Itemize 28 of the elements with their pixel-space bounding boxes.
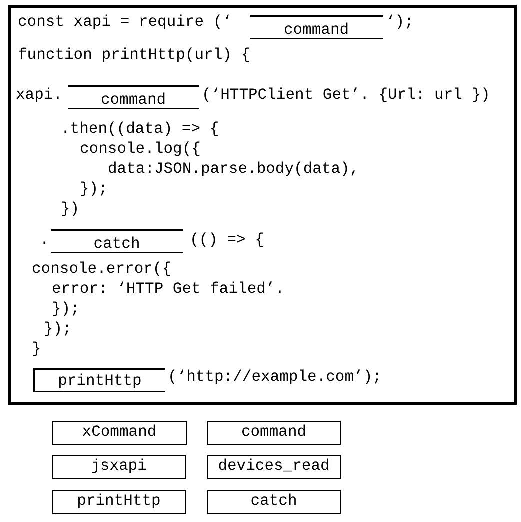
code-text: data:JSON.parse.body(data), xyxy=(108,159,360,179)
code-text: xapi. xyxy=(16,85,63,105)
answer-option: printHttp xyxy=(52,490,186,514)
answer-option: command xyxy=(207,421,341,445)
code-text: (() => { xyxy=(190,230,264,250)
code-text: }); xyxy=(52,299,80,319)
answer-option: jsxapi xyxy=(52,455,186,479)
code-text: (‘HTTPClient Get’. {Url: url }) xyxy=(202,85,490,105)
code-text: console.error({ xyxy=(32,259,172,279)
answer-option: catch xyxy=(207,490,341,514)
code-text: (‘http://example.com’); xyxy=(168,367,382,387)
code-text: const xapi = require (‘ xyxy=(18,12,232,32)
code-text: . xyxy=(40,230,50,250)
code-text: ‘); xyxy=(386,12,414,32)
answer-blank: catch xyxy=(51,229,183,253)
code-text: }); xyxy=(80,179,108,199)
code-text: }); xyxy=(44,319,72,339)
code-text: }) xyxy=(61,199,80,219)
answer-option: xCommand xyxy=(52,421,187,445)
code-text: } xyxy=(32,339,42,359)
code-text: .then((data) => { xyxy=(61,119,220,139)
answer-option: devices_read xyxy=(207,455,341,479)
code-text: error: ‘HTTP Get failed’. xyxy=(52,279,285,299)
answer-blank: command xyxy=(68,85,199,109)
answer-box: printHttp xyxy=(33,368,165,392)
answer-blank: command xyxy=(250,15,383,39)
code-text: console.log({ xyxy=(80,139,201,159)
code-text: function printHttp(url) { xyxy=(18,45,251,65)
